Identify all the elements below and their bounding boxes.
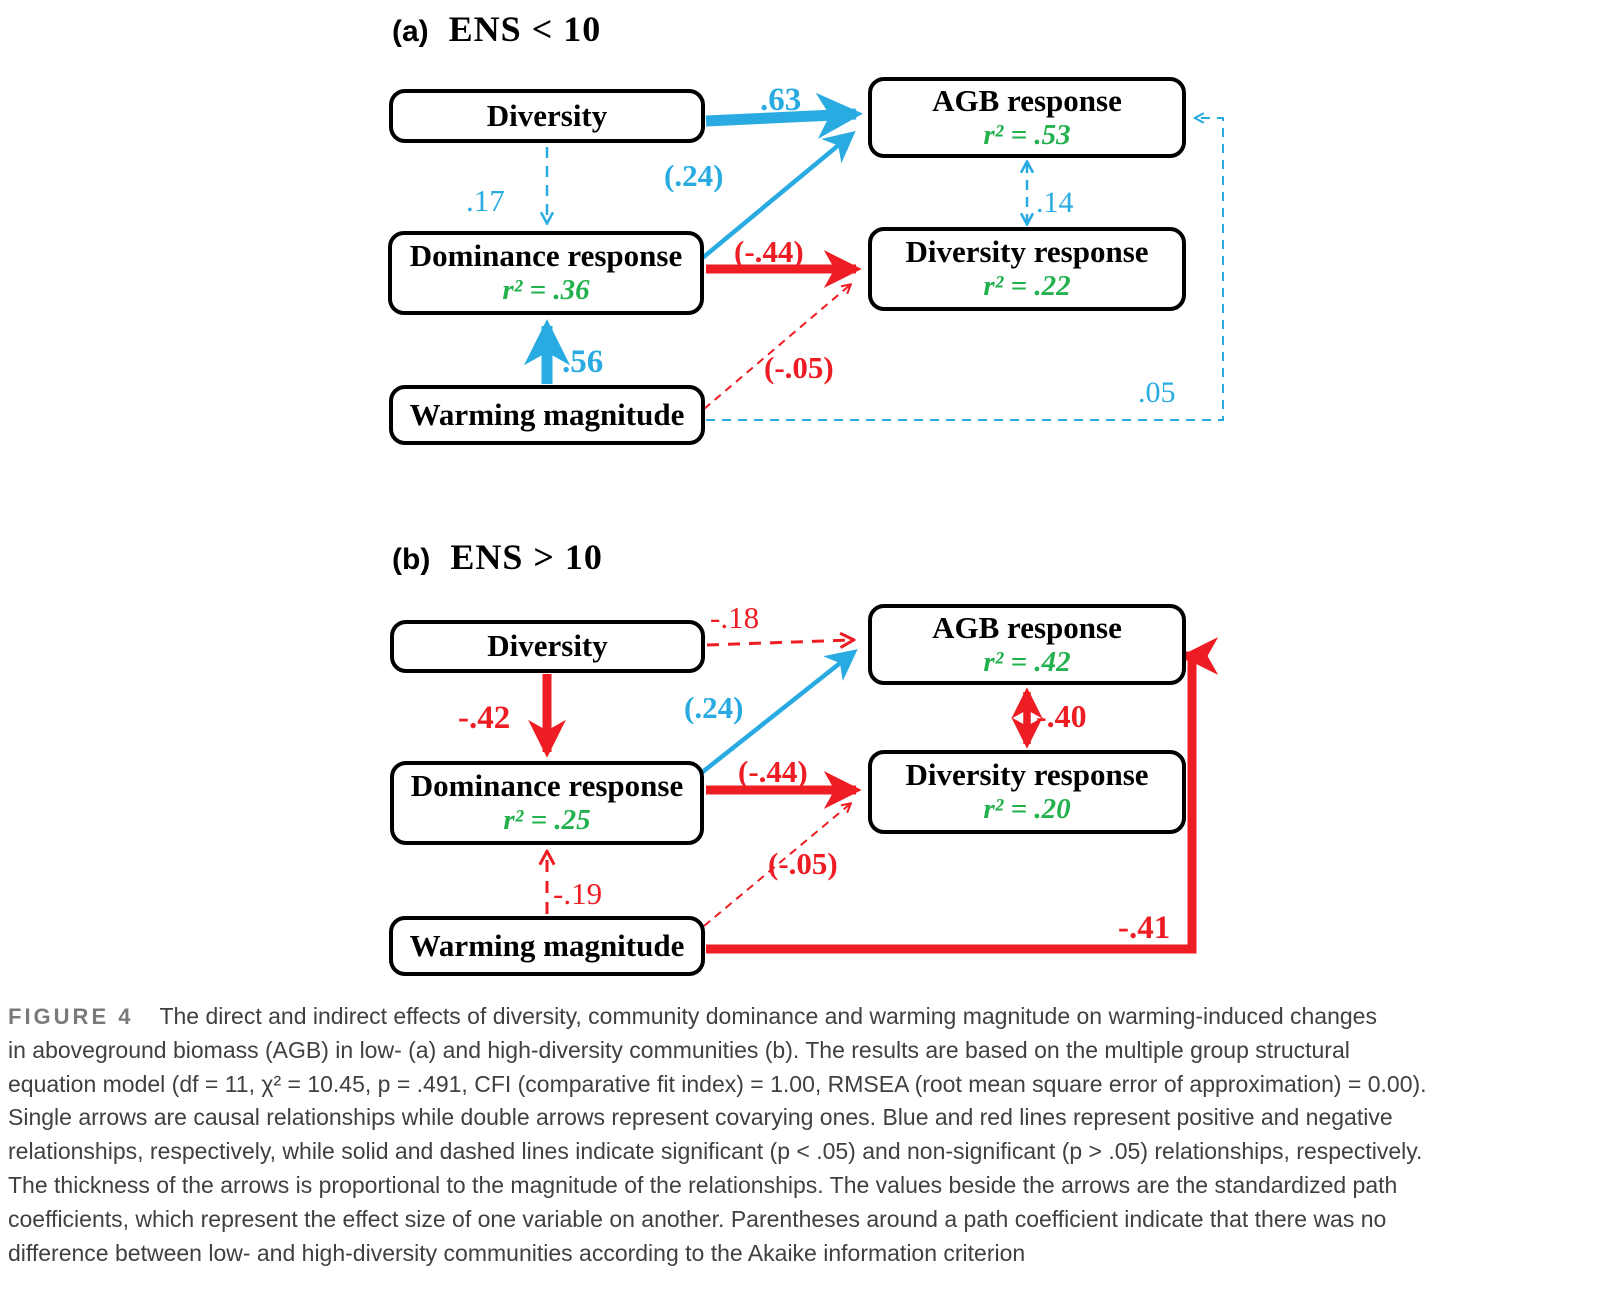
- node-b-dominance-response-r2: r² = .25: [503, 804, 591, 837]
- caption-line: relationships, respectively, while solid…: [8, 1138, 1423, 1165]
- node-b-dominance-response-label: Dominance response: [410, 768, 684, 803]
- caption-line: Single arrows are causal relationships w…: [8, 1104, 1393, 1131]
- edge-a-warming-to-agb: [706, 118, 1224, 421]
- node-b-agb-response-label: AGB response: [932, 609, 1122, 645]
- coef-b-warming-to-agb: -.41: [1118, 910, 1171, 946]
- figure-number-tag: FIGURE 4: [8, 1004, 134, 1029]
- caption-line: in aboveground biomass (AGB) in low- (a)…: [8, 1036, 1350, 1063]
- coef-b-dominance-to-agb: (.24): [684, 690, 744, 725]
- edge-a-dominance-to-agb: [698, 130, 856, 262]
- panel-a-edges: [523, 92, 1224, 421]
- edge-b-dominance-to-agb: [698, 649, 858, 776]
- node-a-diversity-response: Diversity response r² = .22: [868, 227, 1186, 311]
- coef-a-diversity-to-agb: .63: [760, 82, 802, 118]
- coef-a-dominance-to-agb: (.24): [664, 158, 724, 193]
- node-a-diversity: Diversity: [389, 89, 705, 143]
- node-a-diversity-label: Diversity: [486, 97, 608, 133]
- node-b-agb-response-r2: r² = .42: [983, 645, 1071, 678]
- node-b-agb-response: AGB response r² = .42: [868, 604, 1186, 685]
- panel-b-title: (b) ENS > 10: [392, 536, 603, 578]
- node-a-agb-response: AGB response r² = .53: [868, 77, 1186, 158]
- node-a-agb-response-r2: r² = .53: [983, 118, 1071, 151]
- panel-a-title: (a) ENS < 10: [392, 8, 601, 50]
- figure-caption: FIGURE 4 The direct and indirect effects …: [8, 1000, 1608, 1270]
- caption-line: FIGURE 4 The direct and indirect effects …: [8, 1000, 1608, 1034]
- coef-a-warming-to-dominance: .56: [562, 344, 604, 380]
- coef-b-agb-cov-diversity-response: -.40: [1036, 698, 1087, 734]
- coef-b-warming-to-dominance: -.19: [553, 876, 603, 911]
- node-b-diversity: Diversity: [390, 620, 705, 673]
- coef-b-dominance-to-diversity-response: (-.44): [738, 754, 808, 789]
- coef-a-diversity-to-dominance: .17: [466, 183, 505, 218]
- edge-a-warming-to-diversity-response: [703, 285, 850, 410]
- node-b-warming-magnitude-label: Warming magnitude: [409, 927, 685, 963]
- edge-b-warming-to-diversity-response: [703, 804, 850, 927]
- coef-a-agb-cov-diversity-response: .14: [1036, 186, 1074, 219]
- coef-b-warming-to-diversity-response: (-.05): [768, 846, 838, 881]
- node-b-diversity-label: Diversity: [487, 628, 608, 664]
- caption-text: The direct and indirect effects of diver…: [159, 1003, 1377, 1029]
- coef-b-diversity-to-agb: -.18: [710, 600, 760, 635]
- coef-a-dominance-to-diversity-response: (-.44): [734, 234, 804, 269]
- edge-a-diversity-to-agb: [705, 92, 863, 139]
- panel-b-edges: [528, 637, 1219, 954]
- node-a-warming-magnitude: Warming magnitude: [389, 385, 705, 445]
- node-a-agb-response-label: AGB response: [932, 82, 1122, 118]
- panel-a-tag-label: (a): [392, 15, 429, 48]
- node-a-dominance-response-label: Dominance response: [409, 238, 683, 273]
- edge-b-diversity-to-agb: [706, 640, 852, 645]
- coef-a-warming-to-diversity-response: (-.05): [764, 350, 834, 385]
- node-b-diversity-response-label: Diversity response: [905, 757, 1149, 792]
- node-a-diversity-response-label: Diversity response: [905, 234, 1149, 269]
- node-b-dominance-response: Dominance response r² = .25: [390, 761, 704, 845]
- node-a-dominance-response-r2: r² = .36: [502, 274, 590, 307]
- node-b-diversity-response: Diversity response r² = .20: [868, 750, 1186, 834]
- panel-b-tag-label: (b): [392, 543, 431, 576]
- panel-a-title-label: ENS < 10: [448, 9, 602, 49]
- edge-b-warming-to-agb: [706, 637, 1219, 954]
- coef-a-warming-to-agb: .05: [1138, 376, 1176, 409]
- caption-line: difference between low- and high-diversi…: [8, 1239, 1026, 1266]
- node-b-warming-magnitude: Warming magnitude: [389, 916, 705, 976]
- node-a-dominance-response: Dominance response r² = .36: [388, 231, 704, 315]
- panel-b-title-label: ENS > 10: [450, 537, 603, 577]
- caption-line: The thickness of the arrows is proportio…: [8, 1171, 1398, 1198]
- node-a-diversity-response-r2: r² = .22: [983, 270, 1071, 303]
- caption-line: coefficients, which represent the effect…: [8, 1205, 1387, 1232]
- node-a-warming-magnitude-label: Warming magnitude: [409, 396, 685, 432]
- node-b-diversity-response-r2: r² = .20: [983, 793, 1071, 826]
- coef-b-diversity-to-dominance: -.42: [458, 700, 511, 736]
- caption-line: equation model (df = 11, χ² = 10.45, p =…: [8, 1070, 1427, 1097]
